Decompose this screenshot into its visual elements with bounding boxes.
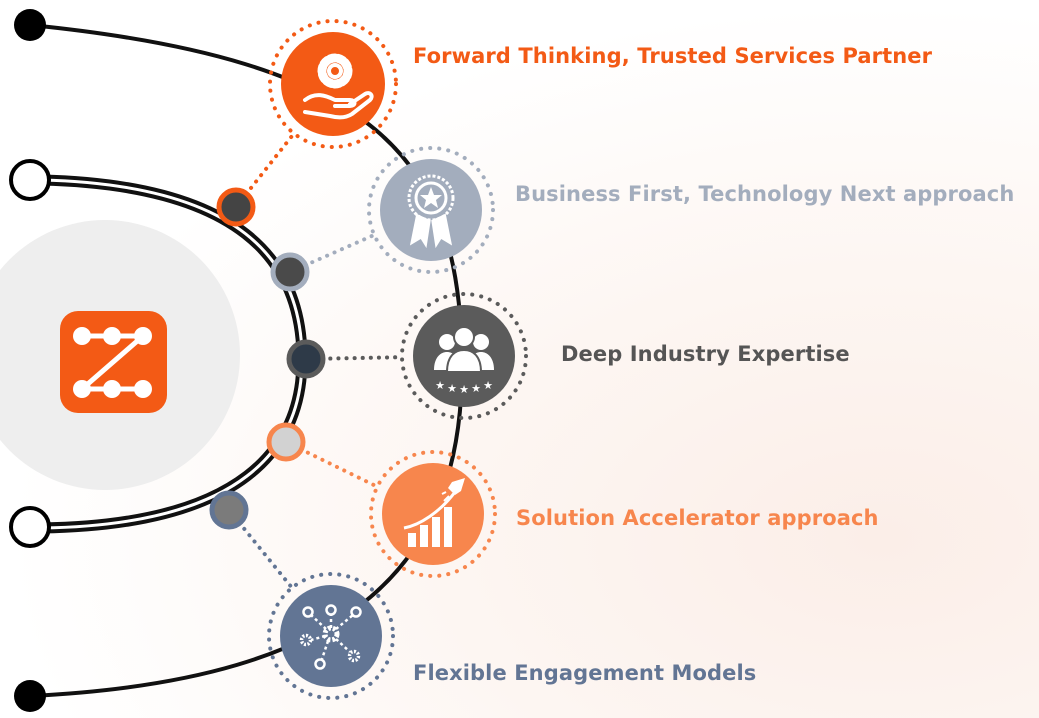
label-deep-expertise: Deep Industry Expertise [561,342,850,366]
outer-arc-top-cap [14,9,46,41]
svg-text:★: ★ [435,379,445,392]
inner-arc-bottom-cap [9,506,51,548]
rocket-growth-chart-icon [403,478,465,547]
dotted-ring [367,146,495,274]
zigzag-network-logo [60,311,167,413]
dotted-ring [268,19,398,149]
dotted-ring [267,572,395,700]
dotted-ring [369,450,497,578]
label-business-first: Business First, Technology Next approach [515,182,1015,206]
node-disc [380,159,482,261]
svg-text:★: ★ [471,382,481,395]
connector-node-business-first [270,252,310,292]
label-forward-thinking: Forward Thinking, Trusted Services Partn… [413,44,933,68]
label-solution-accelerator: Solution Accelerator approach [516,506,879,530]
svg-text:★: ★ [459,383,469,396]
node-disc [280,585,382,687]
connector-node-forward-thinking [216,187,256,227]
inner-arc-top-cap [9,159,51,201]
item-deep-expertise: ★★★★★ [400,292,528,420]
expert-team-stars-icon: ★★★★★ [434,326,494,396]
connector-node-deep-expertise [286,339,326,379]
label-flexible-engagement: Flexible Engagement Models [413,661,757,685]
svg-text:★: ★ [483,379,493,392]
gear-in-hand-icon [303,53,374,120]
outer-arc-bottom-cap [14,680,46,712]
network-hub-icon [299,604,362,670]
connector-node-flexible-engagement [209,490,249,530]
item-flexible-engagement [267,572,395,700]
award-ribbon-icon [407,174,455,249]
item-forward-thinking [268,19,398,149]
item-business-first [367,146,495,274]
svg-text:★: ★ [447,382,457,395]
connector-node-solution-accelerator [266,422,306,462]
connector-nodes [209,187,326,530]
item-solution-accelerator [369,450,497,578]
dotted-ring [400,292,528,420]
